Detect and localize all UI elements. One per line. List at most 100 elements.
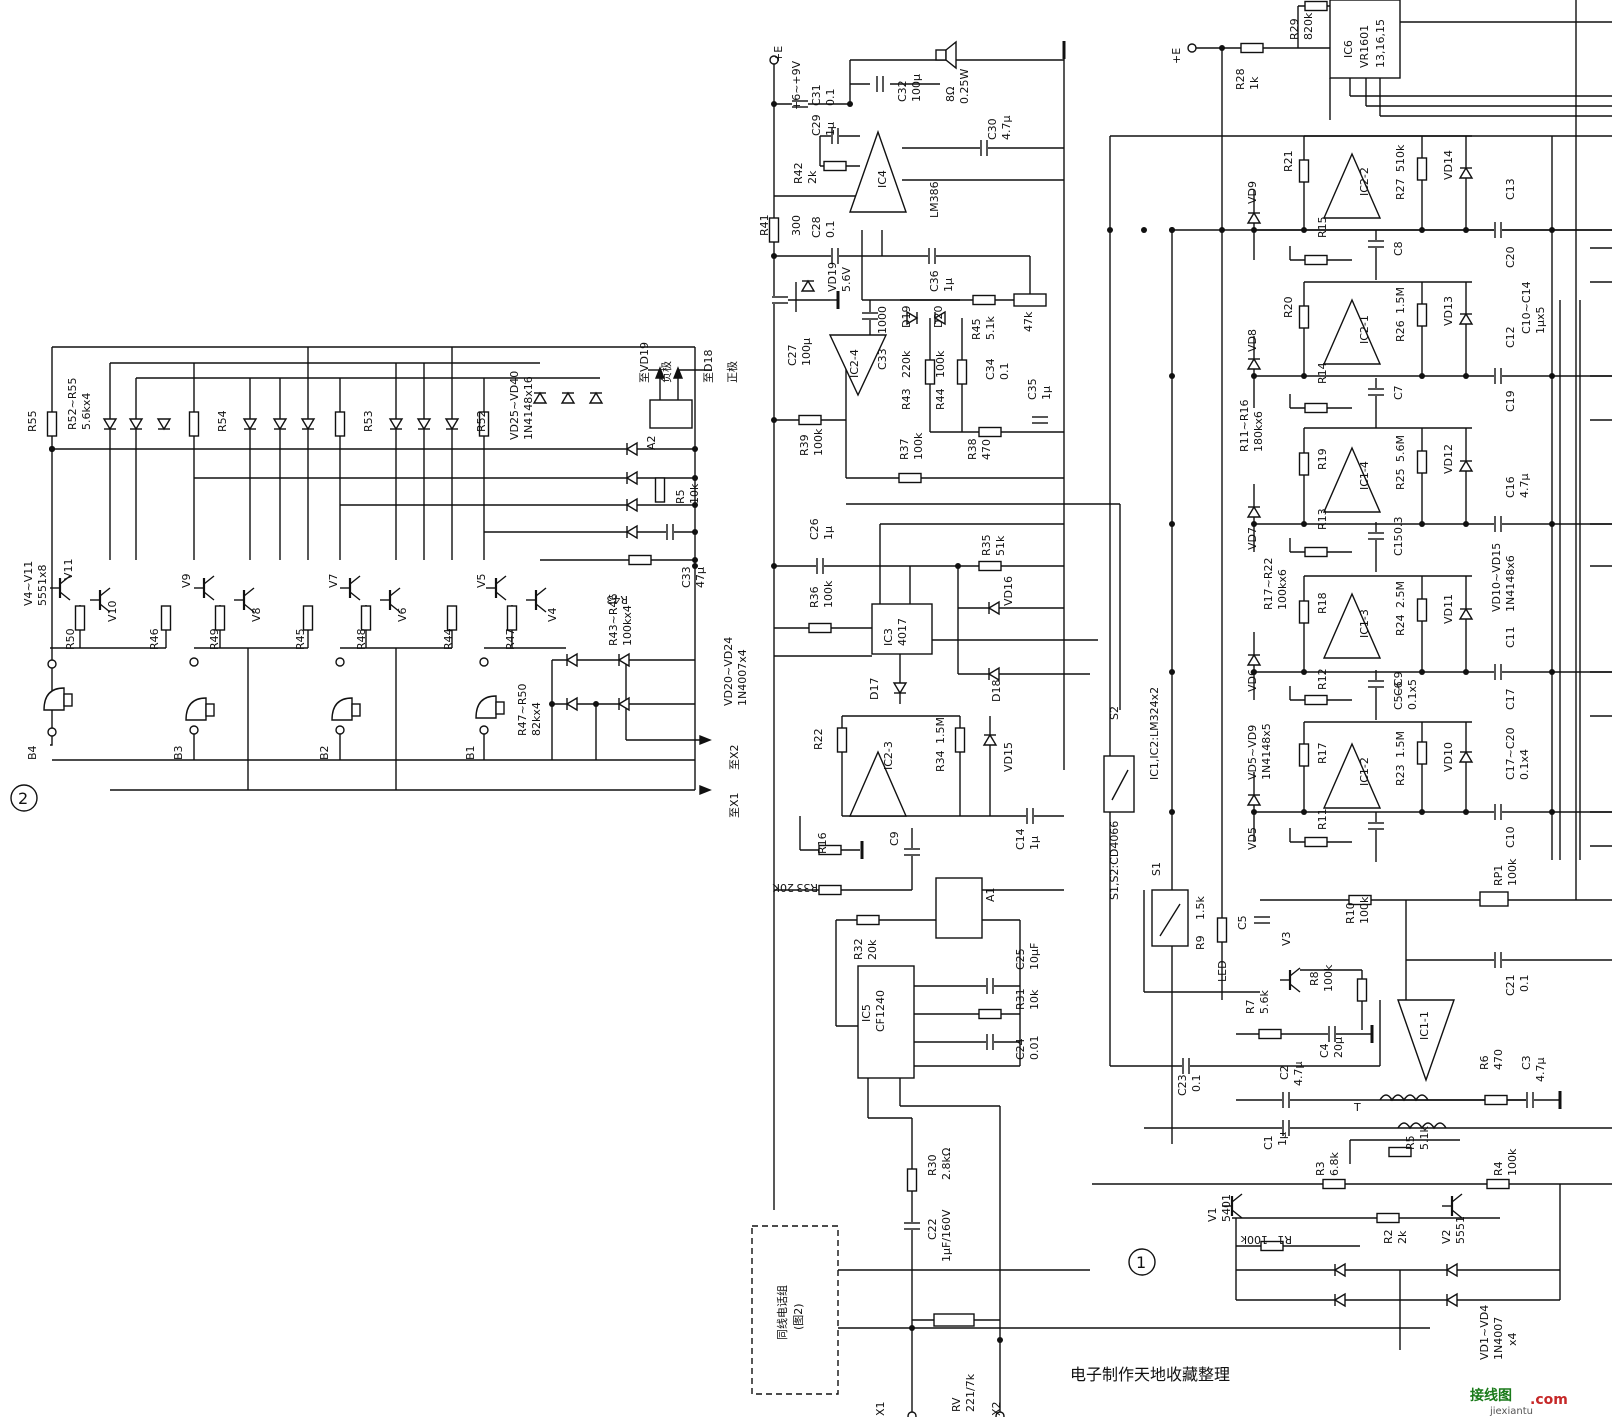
label-vd5-vd9: VD5~VD9 [1246, 725, 1259, 780]
label-vd10-vd15: VD10~VD15 [1490, 543, 1503, 612]
label-c15: C15 [1392, 534, 1405, 556]
label-phone-sub: (图2) [792, 1303, 805, 1330]
label-c2: C2 [1278, 1065, 1291, 1080]
potentiometer [1013, 293, 1047, 307]
resistor [972, 294, 996, 306]
label-c36-val: 1μ [942, 278, 955, 292]
junction-dot [692, 446, 698, 452]
capacitor-gap [1494, 664, 1502, 680]
label-r16: R16 [816, 832, 829, 854]
label-r27: R27 [1394, 178, 1407, 200]
label-c25: C25 [1014, 948, 1027, 970]
label-r36-val: 100k [822, 580, 835, 608]
label-c33-val: 47μ [694, 567, 707, 588]
diode [800, 279, 816, 292]
label-c34-val: 0.1 [998, 363, 1011, 381]
label-c26: C26 [808, 518, 821, 540]
label-c31-val: 0.1 [824, 89, 837, 107]
label-r11-r16: R11~R16 [1238, 400, 1251, 453]
capacitor-gap [792, 100, 808, 108]
label-r45: R45 [294, 628, 307, 650]
label-plus-e-left: +E [772, 46, 785, 62]
label-pos: 正极 [725, 361, 739, 383]
diode [565, 696, 578, 712]
label-vd5: VD5 [1246, 827, 1259, 850]
diode [1445, 1262, 1458, 1278]
label-ic6: IC6 [1342, 40, 1355, 58]
resistor [1376, 1212, 1400, 1224]
label-c5-c9-val: 0.1x5 [1406, 679, 1419, 710]
buzzer [185, 697, 207, 721]
label-plus-e-9v: +6~+9V [790, 60, 803, 110]
label-c22-val: 1μF/160V [940, 1209, 953, 1262]
capacitor-gap [1494, 222, 1502, 238]
label-r5: R5 [1404, 1135, 1417, 1150]
label-ic2-1: IC2-1 [1358, 315, 1371, 344]
capacitor-gap [986, 978, 994, 994]
resistor [506, 605, 518, 631]
diode [1458, 459, 1474, 472]
label-d20: D20 [932, 306, 945, 328]
buzzer [331, 697, 353, 721]
diode [416, 418, 432, 431]
op-amp [1322, 592, 1382, 659]
label-c28-val: 0.1 [824, 221, 837, 239]
label-c13: C13 [1504, 178, 1517, 200]
junction-dot [771, 417, 777, 423]
resistor [823, 160, 847, 172]
label-r48: R48 [355, 628, 368, 650]
label-v3: V3 [1280, 931, 1293, 946]
buzzer-body [63, 693, 73, 707]
junction-dot [1463, 227, 1469, 233]
label-r46: R46 [148, 628, 161, 650]
resistor [856, 914, 880, 926]
diode [625, 470, 638, 486]
junction-dot [1419, 809, 1425, 815]
label-ic1-1: IC1-1 [1418, 1011, 1431, 1040]
switch-s2-blade [1111, 769, 1129, 801]
junction-dot [692, 529, 698, 535]
ic5-cf1240 [857, 965, 915, 1079]
capacitor-gap [1526, 1092, 1534, 1108]
diode [388, 418, 404, 431]
label-c10-c14-val: 1μx5 [1534, 306, 1547, 334]
arrow [672, 366, 684, 379]
label-vd5-vd9-val: 1N4148x5 [1260, 723, 1273, 780]
arrow-to-x1 [699, 784, 712, 796]
junction-dot [1301, 669, 1307, 675]
resistor [334, 411, 346, 437]
transformer-primary [1379, 1094, 1429, 1102]
transistor-collector [349, 575, 361, 585]
transistor-collector [59, 575, 71, 585]
transistor-emitter [349, 591, 361, 601]
terminal [335, 725, 345, 735]
label-r47: R47 [504, 628, 517, 650]
diode [565, 652, 578, 668]
diode [987, 600, 1000, 616]
middle-section: +6~+9V +E C31 0.1 C29 1μ C32 100μ 8Ω 0.2… [758, 46, 1053, 1416]
resistor [1298, 159, 1310, 183]
diode [1445, 1292, 1458, 1308]
label-r37-val: 100k [912, 432, 925, 460]
capacitor-gap [1254, 916, 1270, 924]
junction-dot [692, 475, 698, 481]
watermark-site-en: jiexiantu [1489, 1406, 1533, 1417]
label-v7: V7 [327, 573, 340, 588]
junction-dot [1169, 809, 1175, 815]
label-c25-val: 10μF [1028, 943, 1041, 970]
label-r41-val: 300 [790, 215, 803, 236]
label-a2: A2 [645, 435, 658, 450]
junction-dot [1301, 521, 1307, 527]
label-c14: C14 [1014, 828, 1027, 850]
label-r12: R12 [1316, 668, 1329, 690]
resistor [978, 1008, 1002, 1020]
junction-dot [1251, 521, 1257, 527]
junction-dot [692, 563, 698, 569]
label-r53: R53 [362, 410, 375, 432]
label-r39: R39 [798, 434, 811, 456]
label-c30-val: 4.7μ [1000, 116, 1013, 141]
label-d17: D17 [868, 678, 881, 700]
capacitor-gap [1282, 1120, 1290, 1136]
label-v1-val: 5401 [1220, 1194, 1233, 1222]
label-v6: V6 [396, 607, 409, 622]
